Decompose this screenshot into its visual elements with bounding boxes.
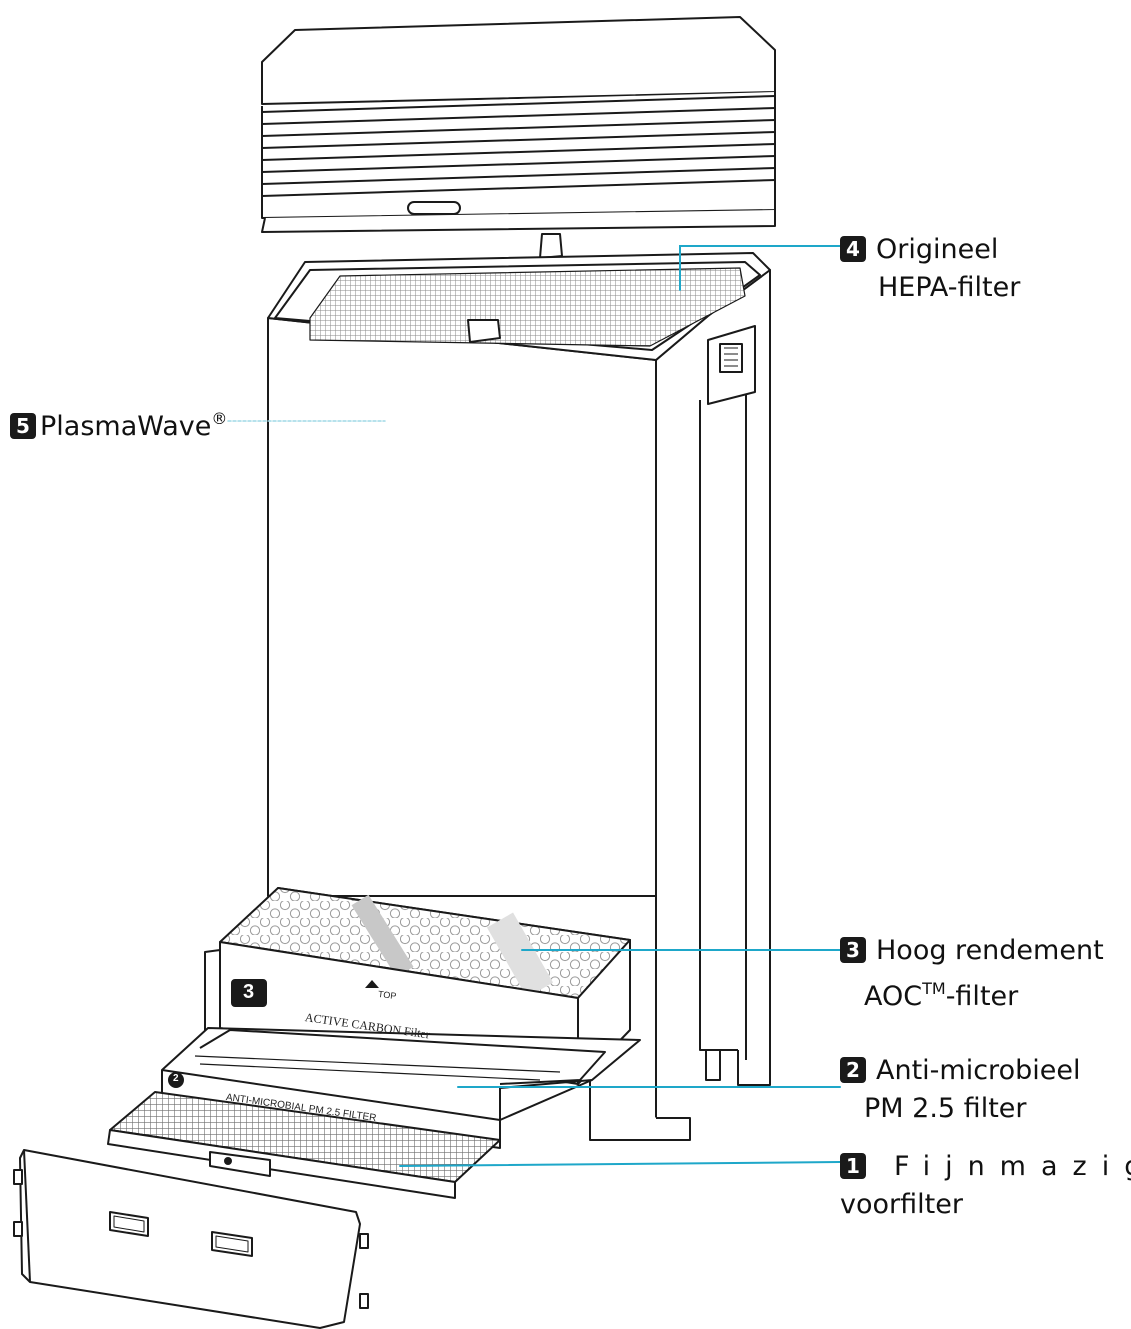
callout-plasmawave-text: PlasmaWave [40, 411, 212, 442]
callout-hepa: 4 Origineel HEPA-filter [840, 231, 1020, 307]
callout-carbon-tm: TM [922, 979, 946, 998]
callout-carbon-number: 3 [840, 937, 866, 963]
leader-hepa [679, 245, 841, 291]
cover-slot-right [211, 1231, 253, 1257]
callout-prefilter-line1: Fijnmazig [894, 1151, 1131, 1182]
pre-filter [107, 1091, 501, 1199]
main-body [267, 252, 771, 1141]
callout-plasmawave-reg: ® [211, 409, 228, 428]
pm-filter-badge-number: 2 [173, 1073, 179, 1084]
callout-pm25-number: 2 [840, 1057, 866, 1083]
callout-carbon-line1: Hoog rendement [876, 935, 1104, 966]
callout-pm25-line1: Anti-microbieel [876, 1055, 1081, 1086]
callout-pm25-line2: PM 2.5 filter [864, 1093, 1027, 1124]
carbon-badge-box [231, 979, 267, 1007]
callout-carbon-line2: AOCTM-filter [864, 970, 1104, 1016]
pm25-filter [161, 1027, 641, 1149]
leader-pre [399, 1161, 841, 1167]
hepa-filter-grid [309, 267, 746, 347]
cover-slot-left [109, 1211, 149, 1237]
callout-carbon: 3 Hoog rendement AOCTM-filter [840, 932, 1104, 1016]
callout-carbon-filter-word: -filter [945, 981, 1019, 1012]
front-cover [13, 1149, 369, 1329]
callout-carbon-aoc: AOC [864, 981, 923, 1012]
callout-hepa-number: 4 [840, 236, 866, 262]
callout-hepa-line1: Origineel [876, 234, 999, 265]
callout-hepa-line2: HEPA-filter [878, 272, 1021, 303]
callout-prefilter-number: 1 [840, 1153, 866, 1179]
top-cap [261, 16, 777, 259]
callout-plasmawave-number: 5 [10, 413, 36, 439]
carbon-filter-badge-number: 3 [243, 981, 255, 1003]
top-cap-handle [407, 201, 461, 215]
callout-prefilter: 1 Fijnmazig voorfilter [840, 1148, 1131, 1224]
callout-pm25: 2 Anti-microbieel PM 2.5 filter [840, 1052, 1080, 1128]
carbon-filter-top-marking: TOP [377, 988, 397, 1002]
callout-prefilter-line2: voorfilter [840, 1189, 963, 1220]
top-cap-lid [261, 16, 776, 105]
